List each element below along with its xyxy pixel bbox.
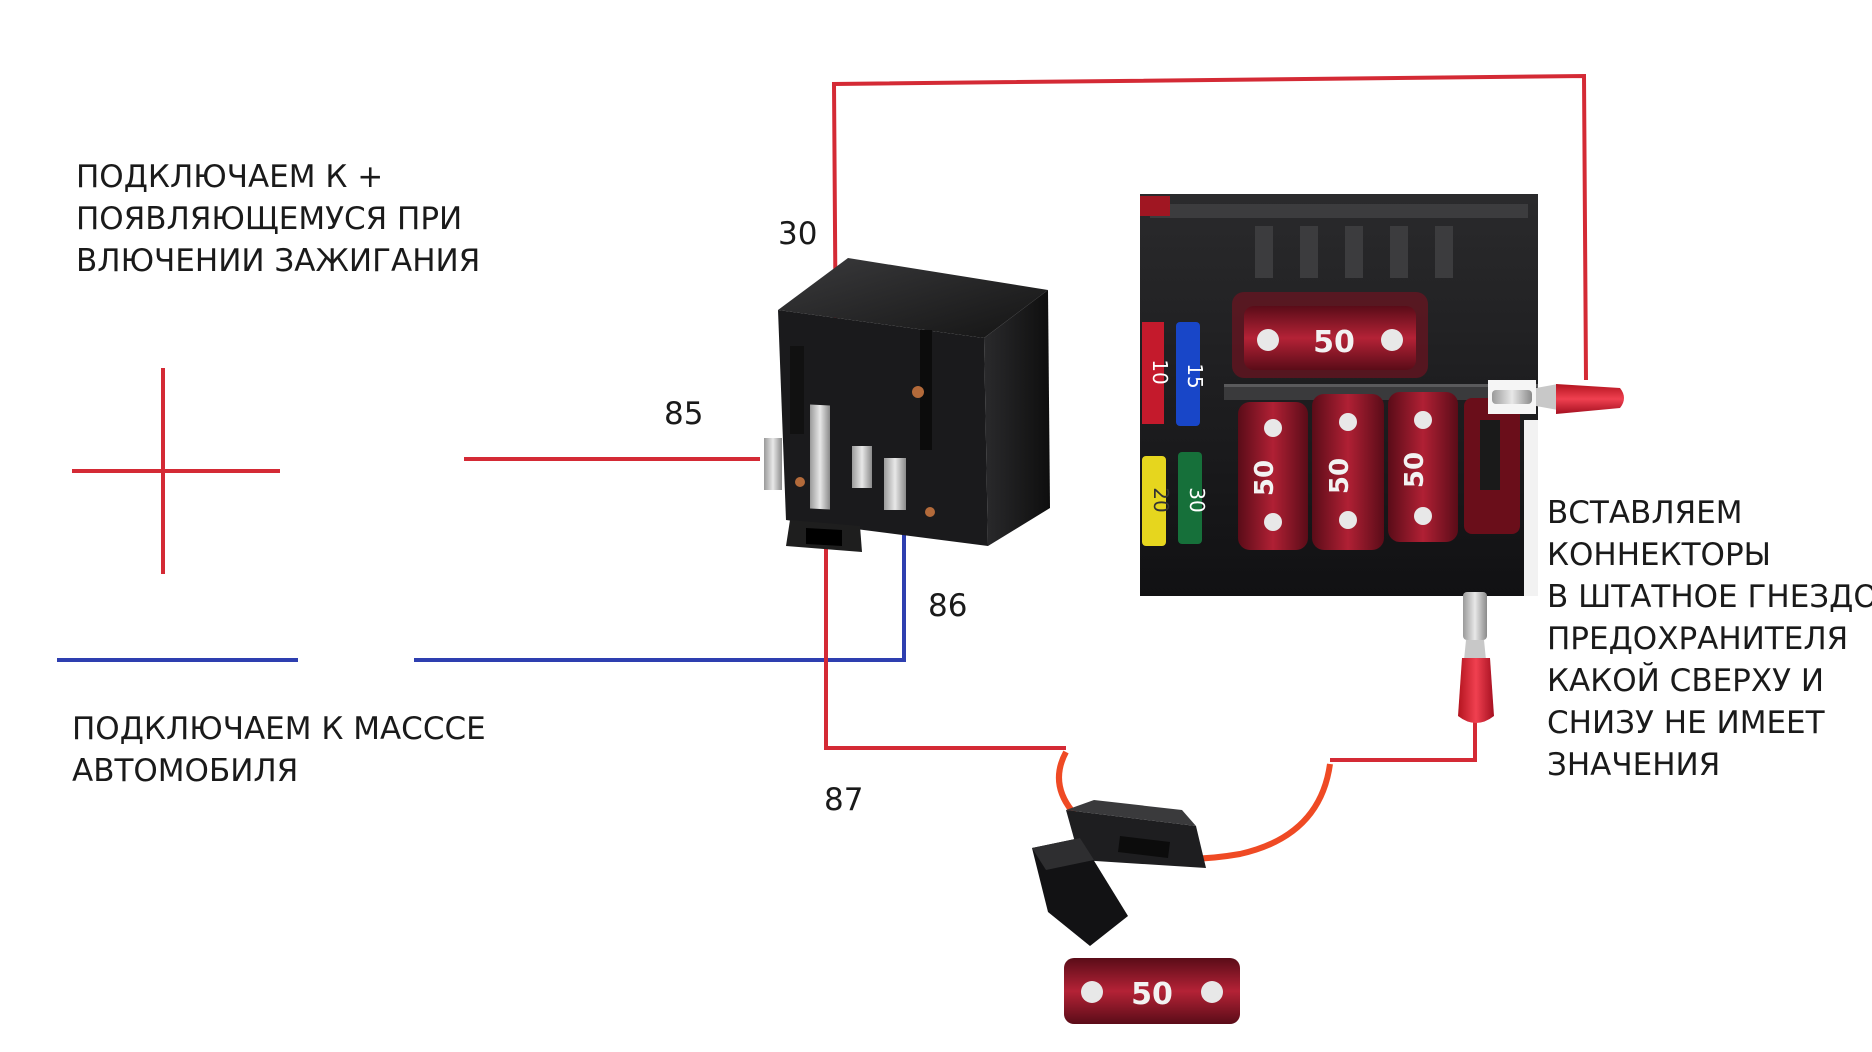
ignition-label: ПОДКЛЮЧАЕМ К + ПОЯВЛЯЮЩЕМУСЯ ПРИ ВЛЮЧЕНИ… bbox=[76, 159, 481, 279]
inline-fuse-holder bbox=[1032, 750, 1333, 946]
small-fuse-yellow: 20 bbox=[1142, 456, 1173, 546]
fuse-box: 50 10 15 20 30 50 50 bbox=[1140, 194, 1538, 596]
wire-inline-to-connector bbox=[1330, 720, 1477, 762]
small-fuse-red: 10 bbox=[1142, 322, 1172, 424]
svg-text:50: 50 bbox=[1400, 452, 1430, 488]
pin-label-85: 85 bbox=[664, 396, 704, 432]
small-fuse-green: 30 bbox=[1178, 452, 1209, 544]
svg-text:50: 50 bbox=[1250, 460, 1280, 496]
relay-pin-87 bbox=[852, 446, 872, 488]
wire-87 bbox=[824, 540, 1066, 750]
inline-fuse-rating: 50 bbox=[1131, 977, 1173, 1012]
fuse-row-a: 50 bbox=[1238, 402, 1308, 550]
spade-connector-top bbox=[1488, 380, 1624, 414]
pin-label-87: 87 bbox=[824, 782, 864, 818]
spade-connector-bottom bbox=[1458, 592, 1494, 723]
plus-symbol bbox=[72, 368, 280, 574]
connectors-instruction-label: ВСТАВЛЯЕМ КОННЕКТОРЫ В ШТАТНОЕ ГНЕЗДО ПР… bbox=[1547, 495, 1872, 783]
relay-pin-30 bbox=[810, 404, 830, 510]
wire-30 bbox=[831, 73, 1588, 381]
small-fuse-blue: 15 bbox=[1176, 322, 1207, 426]
svg-text:15: 15 bbox=[1183, 363, 1207, 388]
fuse-row-c: 50 bbox=[1388, 392, 1458, 542]
pin-label-86: 86 bbox=[928, 588, 968, 624]
ground-label: ПОДКЛЮЧАЕМ К МАССCE АВТОМОБИЛЯ bbox=[72, 711, 486, 789]
fuse-top-rating: 50 bbox=[1313, 325, 1355, 360]
wire-86 bbox=[414, 480, 906, 662]
relay-pin-86 bbox=[884, 458, 906, 510]
svg-text:30: 30 bbox=[1185, 487, 1209, 512]
svg-text:10: 10 bbox=[1148, 359, 1172, 384]
relay-pin-85 bbox=[764, 438, 782, 490]
fuse-top: 50 bbox=[1232, 292, 1428, 378]
svg-text:50: 50 bbox=[1325, 458, 1355, 494]
pin-label-30: 30 bbox=[778, 216, 818, 252]
svg-text:20: 20 bbox=[1149, 487, 1173, 512]
relay bbox=[764, 258, 1050, 552]
inline-fuse: 50 bbox=[1064, 958, 1240, 1024]
fuse-row-b: 50 bbox=[1312, 394, 1384, 550]
